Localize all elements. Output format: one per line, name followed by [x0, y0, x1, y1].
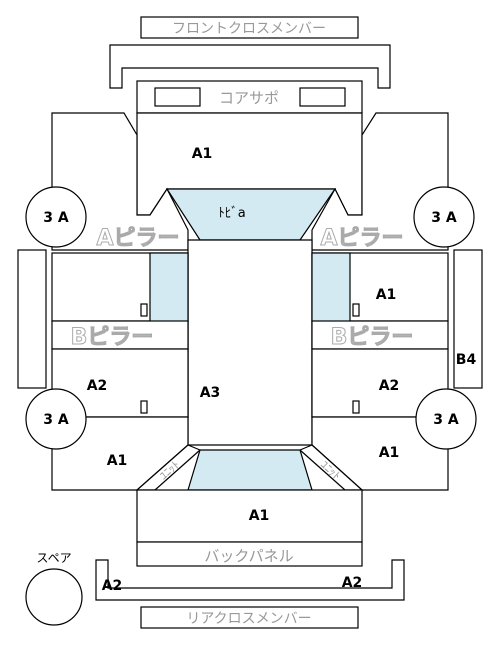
front-bumper-bracket — [109, 44, 391, 89]
toe-board-panel — [165, 188, 337, 241]
a-pillar-left-label: Aピラー — [96, 226, 179, 251]
center-floor-a3-label: A3 — [200, 385, 221, 401]
rear-cross-member-box — [140, 606, 359, 629]
back-panel-box — [136, 541, 363, 567]
b-pillar-left-label: Bピラー — [71, 325, 154, 350]
toe-board-label: ﾄﾋﾞa — [218, 206, 245, 221]
left-b-pillar-box — [51, 320, 189, 350]
core-support-left-slot — [154, 87, 201, 107]
back-panel-label: バックパネル — [204, 547, 293, 565]
left-small-marker-1 — [140, 303, 148, 317]
right-small-marker-2 — [352, 400, 360, 414]
right-a2-label: A2 — [379, 378, 400, 394]
wheel-rear-left-label: 3 A — [43, 412, 69, 428]
rear-cross-member-label: リアクロスメンバー — [186, 611, 311, 627]
left-rear-a1-label: A1 — [107, 453, 128, 469]
rear-area-a1 — [136, 489, 363, 543]
core-support-right-slot — [299, 87, 346, 107]
wheel-rear-right — [415, 388, 477, 450]
left-side-sill-bar — [17, 249, 47, 389]
right-small-marker-1 — [352, 303, 360, 317]
spare-tire-circle — [25, 568, 83, 626]
right-a1-small-label: A1 — [376, 287, 397, 303]
center-floor — [187, 239, 313, 446]
wheel-front-left — [25, 186, 87, 248]
spare-label: スペア — [36, 551, 71, 565]
rear-left-a2-label: A2 — [102, 578, 123, 594]
front-cross-member-box — [140, 16, 359, 39]
b4-label: B4 — [456, 352, 477, 368]
rear-right-a2-label: A2 — [342, 575, 363, 591]
right-rear-a1-label: A1 — [379, 445, 400, 461]
front-area-a1-label: A1 — [192, 146, 213, 162]
wheel-rear-right-label: 3 A — [433, 412, 459, 428]
wheel-front-right — [413, 186, 475, 248]
core-support-label: コアサポ — [219, 89, 279, 107]
rear-area-a1-label: A1 — [249, 508, 270, 524]
left-small-marker-2 — [140, 400, 148, 414]
rear-floor-blue — [187, 449, 313, 491]
left-a2-label: A2 — [87, 378, 108, 394]
right-side-sill-bar — [453, 249, 483, 389]
a-pillar-right-label: Aピラー — [320, 226, 403, 251]
front-cross-member-label: フロントクロスメンバー — [172, 21, 326, 37]
wheel-front-left-label: 3 A — [43, 210, 69, 226]
rear-bumper-bracket — [95, 559, 405, 601]
wheel-front-right-label: 3 A — [431, 210, 457, 226]
b-pillar-right-label: Bピラー — [331, 325, 414, 350]
wheel-rear-left — [25, 388, 87, 450]
